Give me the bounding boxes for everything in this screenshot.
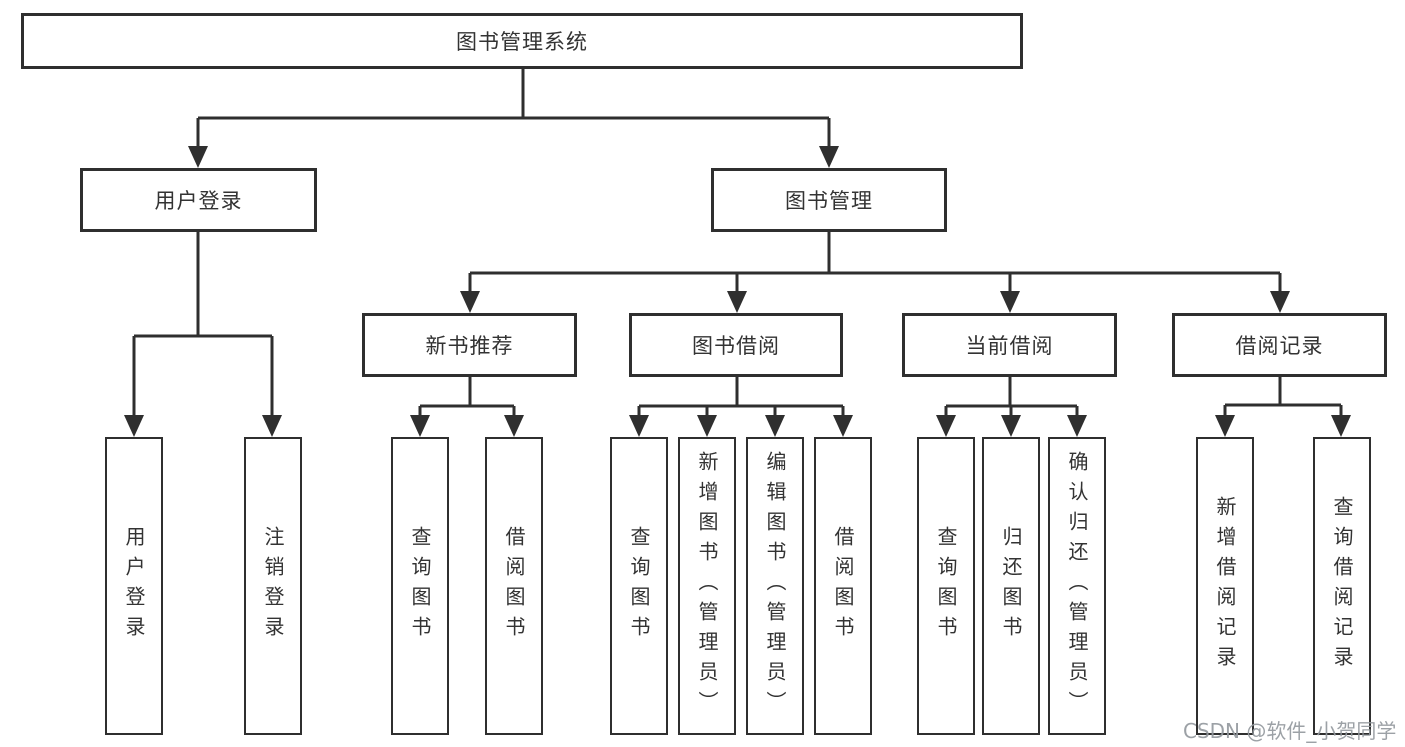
leaf-label: 归还图书 [999,526,1023,646]
leaf-logout: 注销登录 [244,437,302,735]
node-borrowing-records: 借阅记录 [1172,313,1387,377]
leaf-label: 借阅图书 [831,526,855,646]
node-label: 用户登录 [154,189,243,213]
leaf-edit-book-admin: 编辑图书（管理员） [746,437,804,735]
connector-paths [132,69,1343,421]
leaf-label: 新增图书（管理员） [695,451,719,721]
leaf-label: 查询图书 [408,526,432,646]
leaf-query-borrow-record: 查询借阅记录 [1313,437,1371,735]
node-book-borrowing: 图书借阅 [629,313,843,377]
leaf-query-books-under-current: 查询图书 [917,437,975,735]
node-new-book-recommendation: 新书推荐 [362,313,577,377]
node-label: 图书管理 [785,189,873,213]
leaf-label: 查询借阅记录 [1330,496,1354,676]
leaf-add-book-admin: 新增图书（管理员） [678,437,736,735]
leaf-user-login: 用户登录 [105,437,163,735]
node-label: 新书推荐 [425,334,514,358]
leaf-label: 新增借阅记录 [1213,496,1237,676]
node-current-borrowing: 当前借阅 [902,313,1117,377]
leaf-confirm-return-admin: 确认归还（管理员） [1048,437,1106,735]
arrowheads [124,146,1351,437]
leaf-label: 查询图书 [934,526,958,646]
node-book-management: 图书管理 [711,168,947,232]
node-library-management-system: 图书管理系统 [21,13,1023,69]
node-label: 当前借阅 [965,334,1054,358]
leaf-add-borrow-record: 新增借阅记录 [1196,437,1254,735]
leaf-label: 注销登录 [261,526,285,646]
node-label: 借阅记录 [1235,334,1324,358]
leaf-label: 借阅图书 [502,526,526,646]
leaf-label: 用户登录 [122,526,146,646]
leaf-label: 编辑图书（管理员） [763,451,787,721]
leaf-query-books-under-borrowing: 查询图书 [610,437,668,735]
csdn-watermark: CSDN @软件_小贺同学 [1183,719,1397,743]
leaf-label: 查询图书 [627,526,651,646]
node-label: 图书管理系统 [456,30,588,54]
leaf-borrow-books-under-borrowing: 借阅图书 [814,437,872,735]
leaf-label: 确认归还（管理员） [1065,451,1089,721]
leaf-query-books-under-recommendation: 查询图书 [391,437,449,735]
node-label: 图书借阅 [692,334,780,358]
leaf-return-book: 归还图书 [982,437,1040,735]
node-user-login: 用户登录 [80,168,317,232]
leaf-borrow-books-under-recommendation: 借阅图书 [485,437,543,735]
